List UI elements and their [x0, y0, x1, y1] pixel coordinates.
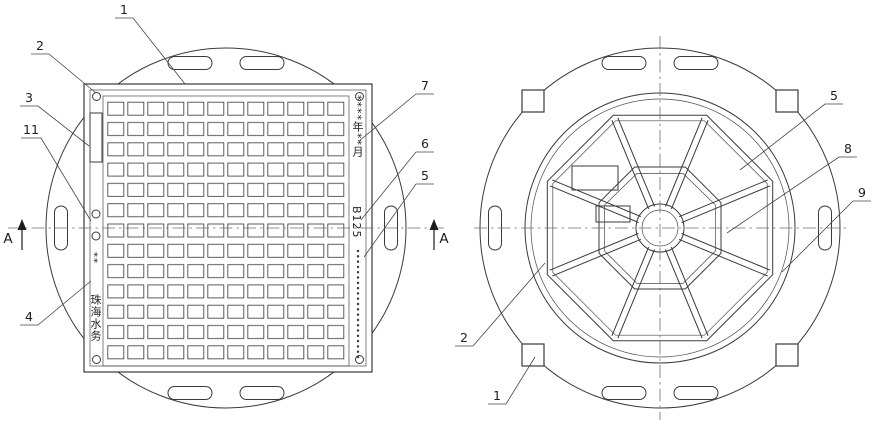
callout-label: 11: [23, 122, 39, 137]
callout-label: 1: [120, 2, 128, 17]
web-rib: [549, 179, 642, 223]
web-middle-octagon: [598, 166, 722, 290]
leader-line: [363, 183, 434, 258]
lock-hole: [91, 209, 101, 219]
mounting-slot: [167, 56, 213, 70]
web-middle-octagon-inner: [604, 173, 716, 284]
corner-hole: [92, 355, 101, 364]
mounting-slot: [239, 56, 285, 70]
mounting-slot: [673, 386, 719, 400]
section-arrow-up-icon: [17, 219, 27, 230]
section-label: A: [3, 231, 13, 247]
center-lines: [8, 36, 850, 420]
leader-line: [20, 280, 92, 326]
anti-slip-grid: [106, 99, 346, 363]
leader-line: [21, 137, 92, 222]
lock-hole: [91, 231, 101, 241]
web-rib: [585, 115, 682, 212]
leader-line: [739, 103, 843, 171]
leader-line: [726, 156, 857, 234]
corner-lug: [521, 343, 545, 367]
leader-line: [20, 105, 90, 147]
callout-label: 3: [25, 90, 33, 105]
mounting-slot: [673, 56, 719, 70]
callout-label: 2: [460, 330, 468, 345]
section-marker-left: A: [3, 219, 27, 250]
callout-label: 9: [858, 185, 866, 200]
corner-hole: [92, 92, 101, 101]
corner-lug: [521, 89, 545, 113]
callout-label: 7: [421, 78, 429, 93]
web-outer-octagon: [546, 114, 774, 342]
leader-line: [31, 53, 97, 94]
mounting-slot: [601, 386, 647, 400]
marking-plate: [595, 205, 631, 223]
section-label: A: [439, 231, 449, 247]
web-outer-octagon-inner: [552, 120, 768, 336]
leader-line: [781, 200, 871, 273]
callout-label: 1: [493, 388, 501, 403]
star-marks-text: **: [88, 252, 99, 264]
load-class-text: B125: [350, 206, 363, 239]
web-rib: [638, 244, 735, 341]
leader-line: [115, 17, 186, 85]
callout-label: 2: [36, 38, 44, 53]
callout-label: 8: [844, 141, 852, 156]
frame-ring-circle: [45, 47, 407, 409]
corner-lug: [775, 343, 799, 367]
callout-label: 5: [830, 88, 838, 103]
web-rib: [678, 233, 771, 277]
web-rib: [676, 153, 773, 250]
mounting-slot: [239, 386, 285, 400]
corner-hole: [355, 92, 364, 101]
leader-line: [360, 151, 434, 221]
callout-label: 4: [25, 309, 33, 324]
date-marking-text: ****年**月: [351, 95, 364, 158]
callouts-left-view: 1 2 3 11 4 7 6 5: [20, 2, 434, 326]
edge-recess: [89, 112, 103, 163]
section-arrow-up-icon: [429, 219, 439, 230]
corner-lug: [775, 89, 799, 113]
brand-text: 珠海水务: [89, 294, 102, 342]
leader-line: [358, 93, 434, 142]
grid-frame: [102, 95, 350, 367]
web-rib: [611, 246, 655, 339]
leader-line: [488, 356, 536, 405]
callout-label: 6: [421, 136, 429, 151]
marking-plate: [571, 165, 619, 191]
callout-label: 5: [421, 168, 429, 183]
corner-hole: [355, 355, 364, 364]
mounting-slot: [167, 386, 213, 400]
callouts-right-view: 5 8 9 2 1: [455, 88, 871, 405]
section-marker-right: A: [429, 219, 449, 250]
leader-line: [455, 262, 546, 347]
mounting-slot: [601, 56, 647, 70]
web-rib: [665, 117, 709, 210]
